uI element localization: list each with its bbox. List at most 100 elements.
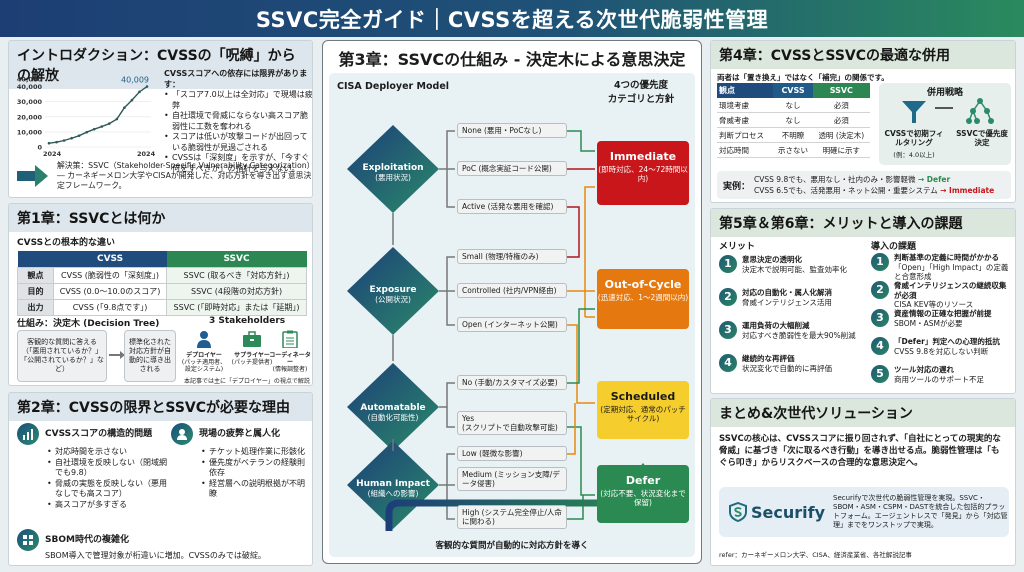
category-desc: (即時対応、24〜72時間以内): [598, 165, 688, 183]
examples-label: 実例：: [723, 181, 751, 192]
table-header: SSVC: [812, 83, 870, 98]
arrow-right-icon: [109, 351, 125, 359]
solution-callout: 解決策：SSVC（Stakeholder-Specific Vulnerabil…: [17, 159, 312, 193]
decision-tree-title: 仕組み：決定木 (Decision Tree): [17, 319, 160, 329]
decision-sub: (悪用状況): [375, 173, 411, 182]
item-desc: 「Open」「High Impact」の定義と合意形成: [894, 262, 1009, 282]
item-title: 判断基準の定義に時間がかかる: [894, 253, 999, 262]
item-title: 資産情報の正確な把握が前提: [894, 309, 992, 318]
summary-text: SSVCの核心は、CVSSスコアに振り回されず、「自社にとっての現実的な脅威」に…: [719, 434, 1001, 468]
intro-lead: CVSSスコアへの依存には限界があります：: [164, 69, 308, 89]
tree-step-output: 標準化された対応方針が自動的に導き出される: [124, 330, 176, 382]
ssvc-cell: SSVC (4段階の対応方針): [166, 283, 307, 300]
option-active: Active (活発な悪用を確認): [457, 199, 567, 214]
item-title: 対応の自動化・属人化解消: [742, 288, 832, 297]
y-tick-label: 10,000: [17, 128, 43, 136]
category-header: 4つの優先度 カテゴリと方針: [607, 80, 675, 105]
row-label: 判断プロセス: [717, 127, 774, 143]
category-immediate: Immediate(即時対応、24〜72時間以内): [597, 141, 689, 205]
strategy-title: 併用戦略: [926, 88, 963, 98]
chapter4-panel: 第4章：CVSSとSSVCの最適な併用 両者は「置き換え」ではなく「補完」の関係…: [710, 40, 1016, 203]
cvss-cell: なし: [773, 98, 813, 113]
combined-strategy: 併用戦略 CVSSで初期フィルタリング (例：4.0以上) SSVCで優先度決定: [879, 83, 1011, 165]
data-point: [100, 125, 104, 128]
number-badge: 3: [719, 321, 737, 339]
category-defer: Defer(対応不要、状況変化まで保留): [597, 465, 689, 523]
chapter4-lead: 両者は「置き換え」ではなく「補完」の関係です。: [717, 73, 889, 82]
model-label: CISA Deployer Model: [337, 81, 450, 92]
data-point: [47, 141, 51, 145]
table-header-ssvc: SSVC: [166, 251, 307, 268]
securify-banner[interactable]: Securify Securifyで次世代の脆弱性管理を実現。SSVC・SBOM…: [719, 487, 1009, 537]
sbom-icon: [17, 529, 39, 551]
stakeholders-title: 3 Stakeholders: [209, 316, 286, 326]
item-title: 「Defer」判定への心理的抵抗: [894, 337, 1000, 346]
row-label: 対応時間: [717, 142, 774, 158]
bar-chart-icon: [17, 423, 39, 445]
table-row: 環境考慮なし必須: [717, 98, 870, 113]
category-out-of-cycle: Out-of-Cycle(迅速対応、1〜2週間以内): [597, 269, 689, 329]
list-item: 対応時間を示さない: [47, 447, 167, 458]
list-item: 優先度がベテランの経験則依存: [201, 458, 311, 479]
table-row: 脅威考慮なし必須: [717, 112, 870, 128]
number-badge: 4: [871, 337, 889, 355]
data-point: [55, 140, 58, 144]
item-desc: SBOM・ASMが必要: [894, 318, 963, 328]
combined-use-table: 観点 CVSS SSVC 環境考慮なし必須 脅威考慮なし必須 判断プロセス不明瞭…: [717, 83, 870, 158]
y-tick-label: 40,000: [17, 83, 43, 91]
example-result-defer: → Defer: [917, 175, 951, 184]
y-tick-label: 40,000: [17, 76, 43, 84]
y-tick-label: 20,000: [17, 113, 43, 121]
strategy-cvss-example: (例：4.0以上): [893, 151, 935, 159]
intro-bullet: 自社環境で脅威にならない高スコア脆弱性に工数を奪われる: [164, 111, 312, 132]
ssvc-cell: 必須: [812, 98, 870, 113]
table-header-blank: [17, 251, 54, 268]
data-point: [108, 122, 111, 125]
chapter1-subtitle: CVSSとの根本的な違い: [17, 238, 116, 248]
stakeholder-sub: (パッチ提供者): [231, 359, 273, 366]
exposure-diamond: [347, 247, 439, 335]
block-title: 現場の疲弊と属人化: [199, 428, 281, 439]
item-desc: 商用ツールのサポート不足: [894, 374, 984, 384]
data-point: [85, 130, 88, 134]
number-badge: 5: [871, 365, 889, 383]
list-item: 脅威の実態を反映しない（悪用なしでも高スコア）: [47, 479, 167, 500]
item-desc: 決定木で説明可能、監査効率化: [742, 264, 847, 274]
chapter1-title: 第1章：SSVCとは何か: [9, 204, 312, 232]
intro-bullet: CVSSは「深刻度」を示すが、「今すぐ何をすべきか」の指針を与えない。: [164, 153, 312, 174]
list-item: 経営層への説明根拠が不明瞭: [201, 479, 311, 500]
decision-name: Automatable: [360, 403, 426, 413]
block-title: CVSSスコアの構造的問題: [45, 428, 153, 439]
option-controlled: Controlled (社内/VPN経由): [457, 283, 567, 298]
ssvc-cell: 必須: [812, 112, 870, 128]
annotation-label: 40,009: [121, 76, 149, 85]
stakeholder-sub: (情報調整者): [272, 366, 308, 373]
stakeholder-sub: (パッチ適用者、設定システム): [181, 359, 227, 373]
option-yes: Yes (スクリプトで自動攻撃可能): [457, 411, 567, 435]
decision-sub: (自動化可能性): [367, 413, 419, 422]
exploitation-label: Exploitation(悪用状況): [348, 163, 438, 183]
option-open: Open (インターネット公開): [457, 317, 567, 332]
decision-name: Exposure: [369, 285, 417, 295]
y-tick-label: 0: [37, 144, 42, 152]
decision-name: Exploitation: [362, 163, 424, 173]
number-badge: 2: [719, 288, 737, 306]
table-header: 観点: [717, 83, 774, 98]
references: refer：カーネギーメロン大学、CISA、経済産業省、各社解説記事: [719, 551, 912, 559]
strategy-ssvc-step: SSVCで優先度決定: [956, 129, 1008, 147]
stakeholder-label: サプライヤー: [234, 352, 270, 359]
diagram-footer: 客観的な質問が自動的に対応方針を導く: [435, 541, 589, 551]
person-icon: [197, 331, 211, 348]
table-row: 観点 CVSS (脆弱性の「深刻度」) SSVC (取るべき「対応方針」): [17, 267, 307, 284]
stakeholder-coordinator: コーディネーター (情報調整者): [267, 330, 312, 373]
page-title: SSVC完全ガイド｜CVSSを超える次世代脆弱性管理: [255, 7, 769, 32]
cvss-cell: CVSS (脆弱性の「深刻度」): [52, 267, 168, 284]
data-point: [138, 90, 141, 94]
item-title: 意思決定の透明化: [742, 255, 802, 264]
strategy-cvss-step: CVSSで初期フィルタリング: [884, 129, 944, 147]
